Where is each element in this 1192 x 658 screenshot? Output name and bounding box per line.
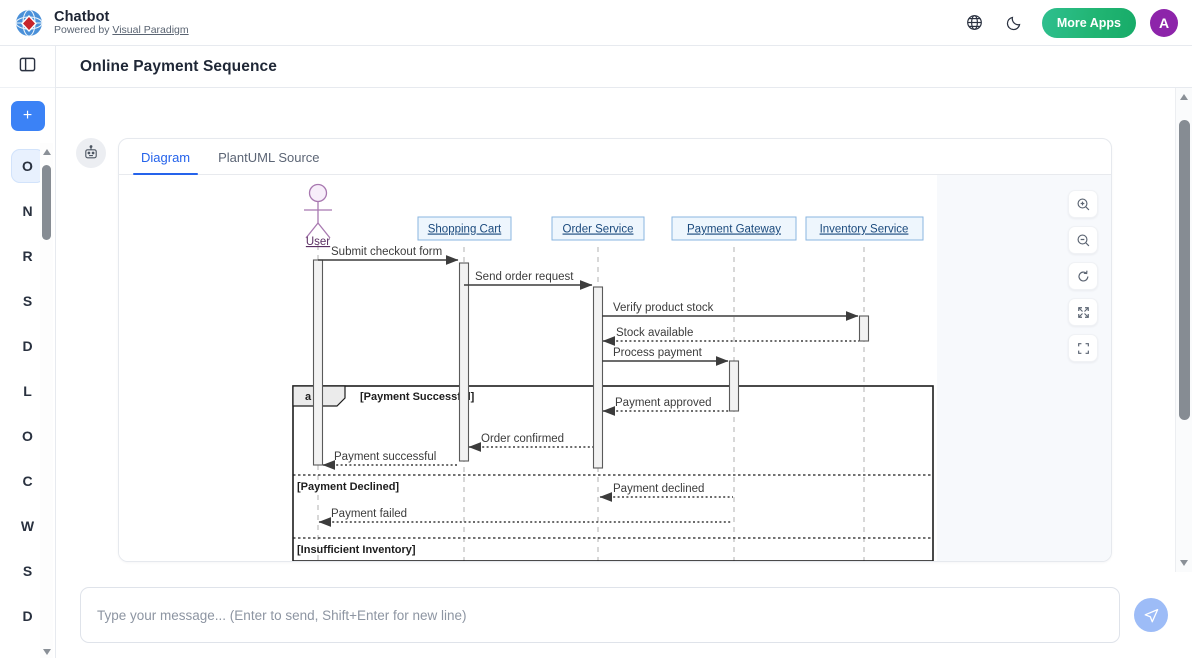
rail-item-6[interactable]: O bbox=[22, 428, 33, 444]
app-title: Chatbot bbox=[54, 8, 110, 25]
rail-scrollbar[interactable] bbox=[40, 143, 53, 658]
message-payment-successful: Payment successful bbox=[322, 451, 459, 470]
new-chat-button[interactable]: + bbox=[10, 100, 45, 131]
message-label: Payment failed bbox=[331, 508, 407, 520]
brand: Chatbot Powered by Visual Paradigm bbox=[14, 8, 189, 38]
tab-diagram[interactable]: Diagram bbox=[127, 150, 204, 175]
fit-frame-icon[interactable] bbox=[1068, 334, 1098, 362]
zoom-in-icon[interactable] bbox=[1068, 190, 1098, 218]
messages: Submit checkout form Send order request … bbox=[318, 246, 859, 527]
main-scrollbar-thumb[interactable] bbox=[1179, 120, 1190, 420]
alt-guard-1: [Payment Successful] bbox=[360, 391, 475, 403]
message-label: Payment declined bbox=[613, 483, 704, 495]
message-payment-approved: Payment approved bbox=[602, 397, 729, 416]
more-apps-button[interactable]: More Apps bbox=[1041, 7, 1136, 38]
visual-paradigm-globe-logo-icon bbox=[14, 8, 44, 38]
sequence-diagram[interactable]: User Shopping Cart Order Service P bbox=[119, 175, 1111, 561]
message-label: Verify product stock bbox=[613, 302, 714, 314]
participant-label: Order Service bbox=[563, 224, 634, 236]
actor-label-user: User bbox=[306, 236, 330, 248]
rail-item-0[interactable]: O bbox=[10, 149, 45, 183]
message-label: Stock available bbox=[616, 327, 693, 339]
rail-item-1[interactable]: N bbox=[22, 203, 33, 219]
left-rail: + O N R S D L O C W S D bbox=[0, 46, 56, 658]
rail-item-7[interactable]: C bbox=[22, 473, 33, 489]
activation-bars bbox=[312, 259, 870, 469]
message-order-confirmed: Order confirmed bbox=[468, 433, 593, 452]
chat-scroll-area: Diagram PlantUML Source bbox=[56, 88, 1192, 572]
rail-scrollbar-thumb[interactable] bbox=[42, 165, 51, 240]
message-submit-checkout-form: Submit checkout form bbox=[318, 246, 459, 265]
robot-icon bbox=[76, 138, 106, 168]
message-send-order-request: Send order request bbox=[464, 271, 593, 290]
rail-item-5[interactable]: L bbox=[23, 383, 32, 399]
rail-item-9[interactable]: S bbox=[22, 563, 33, 579]
page-titlebar: Online Payment Sequence bbox=[56, 46, 1192, 88]
message-label: Payment successful bbox=[334, 451, 436, 463]
expand-icon[interactable] bbox=[1068, 298, 1098, 326]
app-header: Chatbot Powered by Visual Paradigm More bbox=[0, 0, 1192, 46]
message-payment-declined: Payment declined bbox=[599, 483, 733, 502]
message-label: Payment approved bbox=[615, 397, 712, 409]
message-verify-product-stock: Verify product stock bbox=[602, 302, 859, 321]
page-title: Online Payment Sequence bbox=[80, 57, 277, 75]
bot-message-row: Diagram PlantUML Source bbox=[76, 138, 1112, 562]
rail-conversation-list[interactable]: O N R S D L O C W S D bbox=[0, 143, 55, 658]
message-input[interactable] bbox=[80, 587, 1120, 643]
message-label: Submit checkout form bbox=[331, 246, 442, 258]
main-scrollbar[interactable] bbox=[1175, 88, 1192, 572]
participant-payment-gateway: Payment Gateway bbox=[671, 216, 797, 241]
visual-paradigm-link[interactable]: Visual Paradigm bbox=[112, 23, 189, 36]
participant-label: Payment Gateway bbox=[687, 224, 781, 236]
sidebar-panel-icon[interactable] bbox=[19, 56, 36, 78]
rail-item-3[interactable]: S bbox=[22, 293, 33, 309]
message-stock-available: Stock available bbox=[602, 327, 859, 346]
globe-icon[interactable] bbox=[962, 10, 988, 36]
new-chat-wrap: + bbox=[10, 88, 45, 143]
rail-item-4[interactable]: D bbox=[22, 338, 33, 354]
alt-guard-2: [Payment Declined] bbox=[297, 481, 399, 493]
tab-plantuml-source[interactable]: PlantUML Source bbox=[204, 150, 333, 174]
message-label: Order confirmed bbox=[481, 433, 564, 445]
diagram-toolbar bbox=[1068, 190, 1098, 362]
scroll-down-arrow-icon[interactable] bbox=[1180, 560, 1188, 566]
rail-item-8[interactable]: W bbox=[20, 518, 35, 534]
scroll-down-arrow-icon[interactable] bbox=[43, 649, 51, 655]
send-icon[interactable] bbox=[1134, 598, 1168, 632]
diagram-canvas-wrap[interactable]: User Shopping Cart Order Service P bbox=[119, 175, 1111, 561]
participant-label: Inventory Service bbox=[820, 224, 909, 236]
diagram-card: Diagram PlantUML Source bbox=[118, 138, 1112, 562]
message-label: Process payment bbox=[613, 347, 703, 359]
reset-rotate-icon[interactable] bbox=[1068, 262, 1098, 290]
alt-fragment: alt [Payment Successful] [Payment Declin… bbox=[292, 385, 934, 561]
powered-by: Powered by Visual Paradigm bbox=[54, 23, 189, 37]
participant-label: Shopping Cart bbox=[428, 224, 502, 236]
participant-order-service: Order Service bbox=[551, 216, 645, 241]
powered-by-prefix: Powered by bbox=[54, 23, 113, 36]
rail-top bbox=[0, 46, 55, 88]
message-label: Send order request bbox=[475, 271, 574, 283]
rail-item-10[interactable]: D bbox=[22, 608, 33, 624]
message-payment-failed: Payment failed bbox=[318, 508, 732, 527]
alt-guard-3: [Insufficient Inventory] bbox=[297, 544, 416, 556]
participant-inventory-service: Inventory Service bbox=[805, 216, 924, 241]
card-tabs: Diagram PlantUML Source bbox=[119, 139, 1111, 175]
scroll-up-arrow-icon[interactable] bbox=[1180, 94, 1188, 100]
message-process-payment: Process payment bbox=[602, 347, 729, 366]
composer bbox=[56, 572, 1192, 658]
zoom-out-icon[interactable] bbox=[1068, 226, 1098, 254]
diagram-canvas-background bbox=[119, 175, 937, 561]
header-actions: More Apps A bbox=[962, 7, 1178, 38]
rail-item-2[interactable]: R bbox=[22, 248, 33, 264]
user-avatar[interactable]: A bbox=[1150, 8, 1178, 37]
participant-shopping-cart: Shopping Cart bbox=[417, 216, 512, 241]
moon-icon[interactable] bbox=[1002, 10, 1028, 36]
actor-user bbox=[304, 183, 332, 239]
scroll-up-arrow-icon[interactable] bbox=[43, 149, 51, 155]
